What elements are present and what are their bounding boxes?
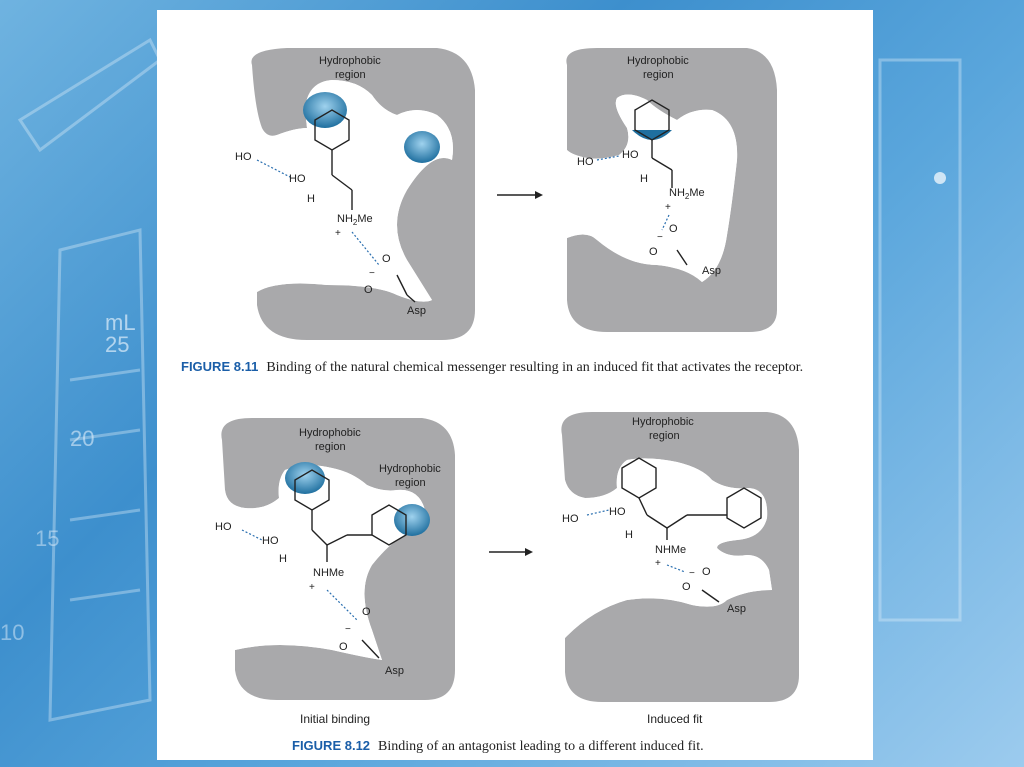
region-label: region [643, 69, 674, 81]
ho-label: HO [562, 513, 579, 525]
asp-label: Asp [727, 603, 746, 615]
ho-label: HO [262, 535, 279, 547]
pocket-cavity [565, 458, 772, 638]
figure-caption-text: Binding of the natural chemical messenge… [266, 360, 804, 375]
receptor-pocket [221, 418, 455, 700]
ionic-interaction [326, 589, 358, 621]
oxygen-label: O [669, 223, 678, 235]
panel-antagonist-initial: Hydrophobic region Hydrophobic region HO… [215, 418, 455, 700]
panel-messenger-initial: Hydrophobic region HO HO H NH2Me + − O O… [235, 48, 475, 340]
receptor-pocket [566, 48, 777, 332]
transition-arrow [489, 548, 533, 556]
asp-label: Asp [385, 665, 404, 677]
hydrophobic-patch [632, 130, 672, 140]
pocket-cavity [567, 94, 738, 282]
slide-content: Hydrophobic region HO HO H NH2Me + − O O… [157, 10, 873, 760]
benzene-ring [621, 457, 657, 499]
hydrophobic-patch [394, 504, 430, 536]
panel-label-induced: Induced fit [647, 712, 703, 726]
nhme-label: NHMe [655, 544, 686, 556]
ionic-interaction [661, 214, 670, 231]
receptor-pocket [251, 48, 475, 340]
asp-label: Asp [702, 265, 721, 277]
negative-charge: − [345, 624, 351, 635]
hydrophobic-label: Hydrophobic [627, 55, 689, 67]
panel-antagonist-induced: Hydrophobic region HO HO H NHMe + − O O … [561, 412, 799, 702]
ho-label: HO [577, 156, 594, 168]
positive-charge: + [309, 582, 315, 593]
positive-charge: + [655, 558, 661, 569]
region-label: region [315, 441, 346, 453]
bg-scale-25: 25 [105, 332, 129, 357]
positive-charge: + [665, 202, 671, 213]
hydrophobic-label: Hydrophobic [299, 427, 361, 439]
transition-arrow [497, 191, 543, 199]
nhme-label: NHMe [313, 567, 344, 579]
flask-shape [878, 58, 962, 622]
nh2me-label: NH2Me [337, 213, 373, 227]
panel-label-initial: Initial binding [300, 712, 371, 726]
ho-label: HO [609, 506, 626, 518]
h-label: H [279, 553, 287, 565]
h-label: H [625, 529, 633, 541]
benzene-ring [634, 99, 670, 141]
figure-caption-text: Binding of an antagonist leading to a di… [378, 739, 704, 754]
binding-diagram: Hydrophobic region HO HO H NH2Me + − O O… [215, 48, 799, 702]
oxygen-label: O [682, 581, 691, 593]
bg-scale-10: 10 [0, 620, 24, 645]
oxygen-label: O [382, 253, 391, 265]
oxygen-label: O [339, 641, 348, 653]
hydrophobic-patch [285, 462, 325, 494]
figure-caption: FIGURE 8.12 Binding of an antagonist lead… [292, 738, 704, 755]
bg-scale-20: 20 [70, 426, 94, 451]
benzene-ring [294, 469, 330, 511]
ho-label: HO [622, 149, 639, 161]
ho-label: HO [235, 151, 252, 163]
negative-charge: − [657, 232, 663, 243]
nh2me-label: NH2Me [669, 187, 705, 201]
h-label: H [307, 193, 315, 205]
h-label: H [640, 173, 648, 185]
oxygen-label: O [649, 246, 658, 258]
ionic-interaction [351, 231, 380, 266]
positive-charge: + [335, 228, 341, 239]
bg-sparkle [934, 172, 946, 184]
bg-scale-15: 15 [35, 526, 59, 551]
ho-label: HO [289, 173, 306, 185]
benzene-ring [314, 109, 350, 151]
oxygen-label: O [362, 606, 371, 618]
negative-charge: − [369, 268, 375, 279]
region-label: region [395, 477, 426, 489]
hydrophobic-label: Hydrophobic [319, 55, 381, 67]
hydrophobic-label: Hydrophobic [632, 416, 694, 428]
ionic-interaction [666, 564, 686, 573]
cylinder-shape [48, 228, 152, 722]
region-label: region [649, 430, 680, 442]
bg-ml-label: mL [105, 310, 136, 335]
figure-label: FIGURE 8.11 [181, 359, 259, 374]
asp-label: Asp [407, 305, 426, 317]
negative-charge: − [689, 568, 695, 579]
panel-messenger-induced: Hydrophobic region HO HO H NH2Me + − O O… [566, 48, 777, 332]
hydrogen-bond [256, 159, 293, 179]
figure-label: FIGURE 8.12 [292, 738, 371, 753]
benzene-ring [726, 487, 762, 529]
hydrophobic-label: Hydrophobic [379, 463, 441, 475]
oxygen-label: O [364, 284, 373, 296]
receptor-pocket [561, 412, 799, 702]
figure-caption: FIGURE 8.11 Binding of the natural chemic… [181, 359, 803, 376]
pipette-shape [17, 37, 162, 153]
ho-label: HO [215, 521, 232, 533]
hydrophobic-patch [404, 131, 440, 163]
pocket-cavity [225, 465, 425, 660]
oxygen-label: O [702, 566, 711, 578]
hydrophobic-patch [303, 92, 347, 128]
region-label: region [335, 69, 366, 81]
pocket-cavity [257, 80, 453, 302]
